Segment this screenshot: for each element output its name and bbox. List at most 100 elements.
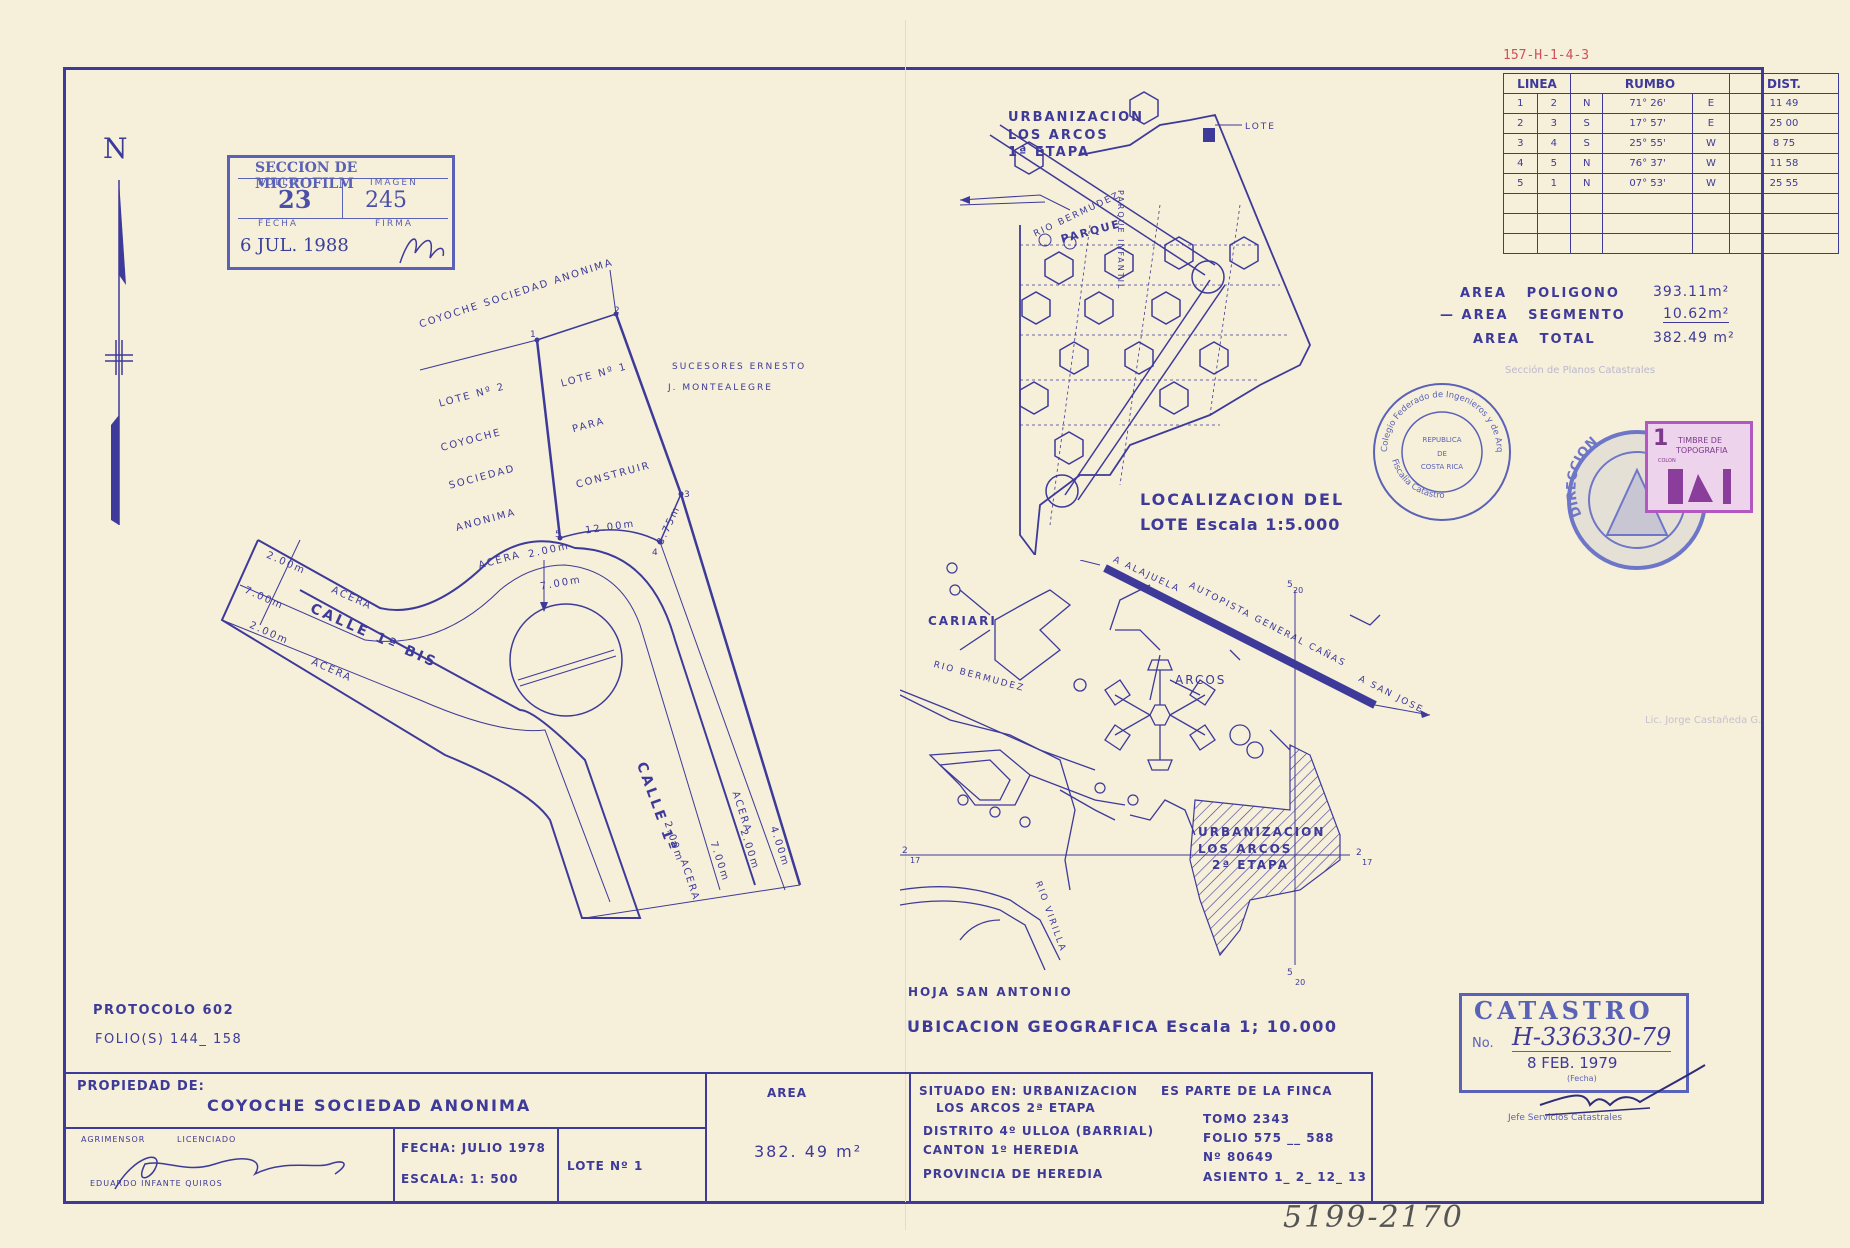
situado-line1: SITUADO EN: URBANIZACION bbox=[919, 1084, 1138, 1098]
table-cell bbox=[1503, 193, 1538, 214]
table-cell bbox=[1602, 193, 1693, 214]
area-total-value: 382.49 m² bbox=[1653, 330, 1735, 346]
table-cell: S bbox=[1569, 133, 1604, 154]
table-cell bbox=[1569, 193, 1604, 214]
area-segmento-label: — AREA SEGMENTO bbox=[1440, 308, 1626, 323]
faint-signature: Lic. Jorge Castañeda G. bbox=[1645, 715, 1762, 726]
table-cell bbox=[1691, 213, 1731, 234]
lote-value: LOTE Nº 1 bbox=[567, 1159, 644, 1173]
table-row bbox=[1503, 213, 1839, 234]
point-1: 1 bbox=[530, 330, 538, 340]
catastro-fecha-label: (Fecha) bbox=[1567, 1074, 1597, 1083]
ubicacion-title: UBICACION GEOGRAFICA Escala 1; 10.000 bbox=[907, 1017, 1338, 1036]
urbanizacion-2-line2: LOS ARCOS bbox=[1198, 842, 1293, 856]
catastro-stamp: CATASTRO No. H-336330-79 8 FEB. 1979 (Fe… bbox=[1459, 993, 1689, 1093]
table-cell bbox=[1691, 233, 1731, 254]
table-cell: 3 bbox=[1536, 113, 1571, 134]
area-cell: AREA 382. 49 m² bbox=[705, 1072, 911, 1204]
table-cell: 2 bbox=[1536, 93, 1571, 114]
timbre-text-1: TIMBRE DE bbox=[1678, 436, 1723, 445]
table-cell bbox=[1602, 233, 1693, 254]
area-value: 382. 49 m² bbox=[754, 1142, 863, 1161]
arcos-label: ARCOS bbox=[1175, 673, 1227, 687]
reference-code: 157-H-1-4-3 bbox=[1503, 48, 1590, 63]
bottom-handwriting: 5199-2170 bbox=[1283, 1200, 1464, 1235]
imagen-value: 245 bbox=[365, 188, 407, 213]
situado-line2: LOS ARCOS 2ª ETAPA bbox=[936, 1101, 1096, 1115]
table-cell: N bbox=[1569, 93, 1604, 114]
urbanizacion-2-line3: 2ª ETAPA bbox=[1212, 858, 1290, 872]
ubicacion-map bbox=[900, 560, 1431, 971]
table-cell bbox=[1729, 233, 1839, 254]
colegio-stamp: Colegio Federado de Ingenieros y de Arqu… bbox=[1370, 380, 1511, 521]
folios-label: FOLIO(S) 144_ 158 bbox=[95, 1032, 243, 1047]
table-header-row: LINEA RUMBO DIST. bbox=[1503, 73, 1839, 94]
table-cell: 4 bbox=[1503, 153, 1538, 174]
escala-value: ESCALA: 1: 500 bbox=[401, 1172, 519, 1186]
header-linea: LINEA bbox=[1503, 73, 1571, 94]
table-cell bbox=[1569, 233, 1604, 254]
grid-20-bottom: 20 bbox=[1295, 978, 1306, 987]
table-cell: 25 55 bbox=[1729, 173, 1839, 194]
table-cell bbox=[1729, 213, 1839, 234]
agrimensor-label: AGRIMENSOR bbox=[81, 1135, 146, 1144]
table-cell bbox=[1503, 233, 1538, 254]
grid-2-right: 2 bbox=[1356, 848, 1362, 858]
table-cell: W bbox=[1691, 153, 1731, 174]
point-4: 4 bbox=[652, 548, 660, 558]
table-cell: N bbox=[1569, 173, 1604, 194]
area-poligono-label: AREA POLIGONO bbox=[1460, 286, 1620, 301]
table-cell: W bbox=[1691, 133, 1731, 154]
north-arrow bbox=[105, 180, 133, 525]
grid-2-left: 2 bbox=[902, 846, 908, 856]
table-cell: 2 bbox=[1503, 113, 1538, 134]
distrito-value: DISTRITO 4º ULLOA (BARRIAL) bbox=[923, 1124, 1155, 1138]
table-cell bbox=[1602, 213, 1693, 234]
asiento-value: ASIENTO 1_ 2_ 12_ 13 bbox=[1203, 1170, 1367, 1184]
licenciado-label: LICENCIADO bbox=[177, 1135, 237, 1144]
grid-17-right: 17 bbox=[1362, 858, 1373, 867]
table-cell bbox=[1536, 193, 1571, 214]
header-dist: DIST. bbox=[1729, 73, 1839, 94]
lote-marker-label: LOTE bbox=[1245, 122, 1276, 132]
table-cell: W bbox=[1691, 173, 1731, 194]
table-cell: 17° 57' bbox=[1602, 113, 1693, 134]
agrimensor-name: EDUARDO INFANTE QUIROS bbox=[90, 1179, 223, 1188]
localizacion-title-2: LOTE Escala 1:5.000 bbox=[1140, 515, 1341, 534]
sucesores-line2: J. MONTEALEGRE bbox=[668, 383, 773, 393]
lot-plan-drawing bbox=[220, 269, 802, 919]
faint-stamp-text: Sección de Planos Catastrales bbox=[1505, 365, 1656, 376]
table-cell: 25° 55' bbox=[1602, 133, 1693, 154]
table-cell: 1 bbox=[1536, 173, 1571, 194]
area-poligono-value: 393.11m² bbox=[1653, 284, 1730, 300]
table-cell: 76° 37' bbox=[1602, 153, 1693, 174]
agrimensor-signature bbox=[114, 1156, 345, 1190]
parque-infantil-label: PARQUE INFANTIL bbox=[1116, 190, 1125, 291]
area-segmento-value: 10.62m² bbox=[1663, 306, 1730, 323]
table-cell: 25 00 bbox=[1729, 113, 1839, 134]
cariari-label: CARIARI bbox=[928, 614, 997, 628]
table-cell: 8 75 bbox=[1729, 133, 1839, 154]
table-cell: 4 bbox=[1536, 133, 1571, 154]
colegio-inner-1: REPUBLICA bbox=[1422, 436, 1461, 444]
timbre-colon: COLON bbox=[1658, 458, 1676, 464]
situado-cell: SITUADO EN: URBANIZACION LOS ARCOS 2ª ET… bbox=[909, 1072, 1373, 1204]
microfilm-line-2 bbox=[238, 218, 448, 219]
timbre-stamp: 1 TIMBRE DE TOPOGRAFIA COLON bbox=[1645, 421, 1753, 513]
point-2: 2 bbox=[614, 306, 622, 316]
propiedad-value: COYOCHE SOCIEDAD ANONIMA bbox=[207, 1096, 532, 1115]
agrimensor-cell: AGRIMENSOR LICENCIADO EDUARDO INFANTE QU… bbox=[63, 1127, 395, 1204]
table-cell: 07° 53' bbox=[1602, 173, 1693, 194]
table-row bbox=[1503, 233, 1839, 254]
table-cell bbox=[1503, 213, 1538, 234]
provincia-value: PROVINCIA DE HEREDIA bbox=[923, 1167, 1104, 1181]
urbanizacion-1-line1: URBANIZACION bbox=[1008, 110, 1145, 125]
numero-value: Nº 80649 bbox=[1203, 1150, 1274, 1164]
grid-5-bottom: 5 bbox=[1287, 968, 1293, 978]
table-cell: S bbox=[1569, 113, 1604, 134]
